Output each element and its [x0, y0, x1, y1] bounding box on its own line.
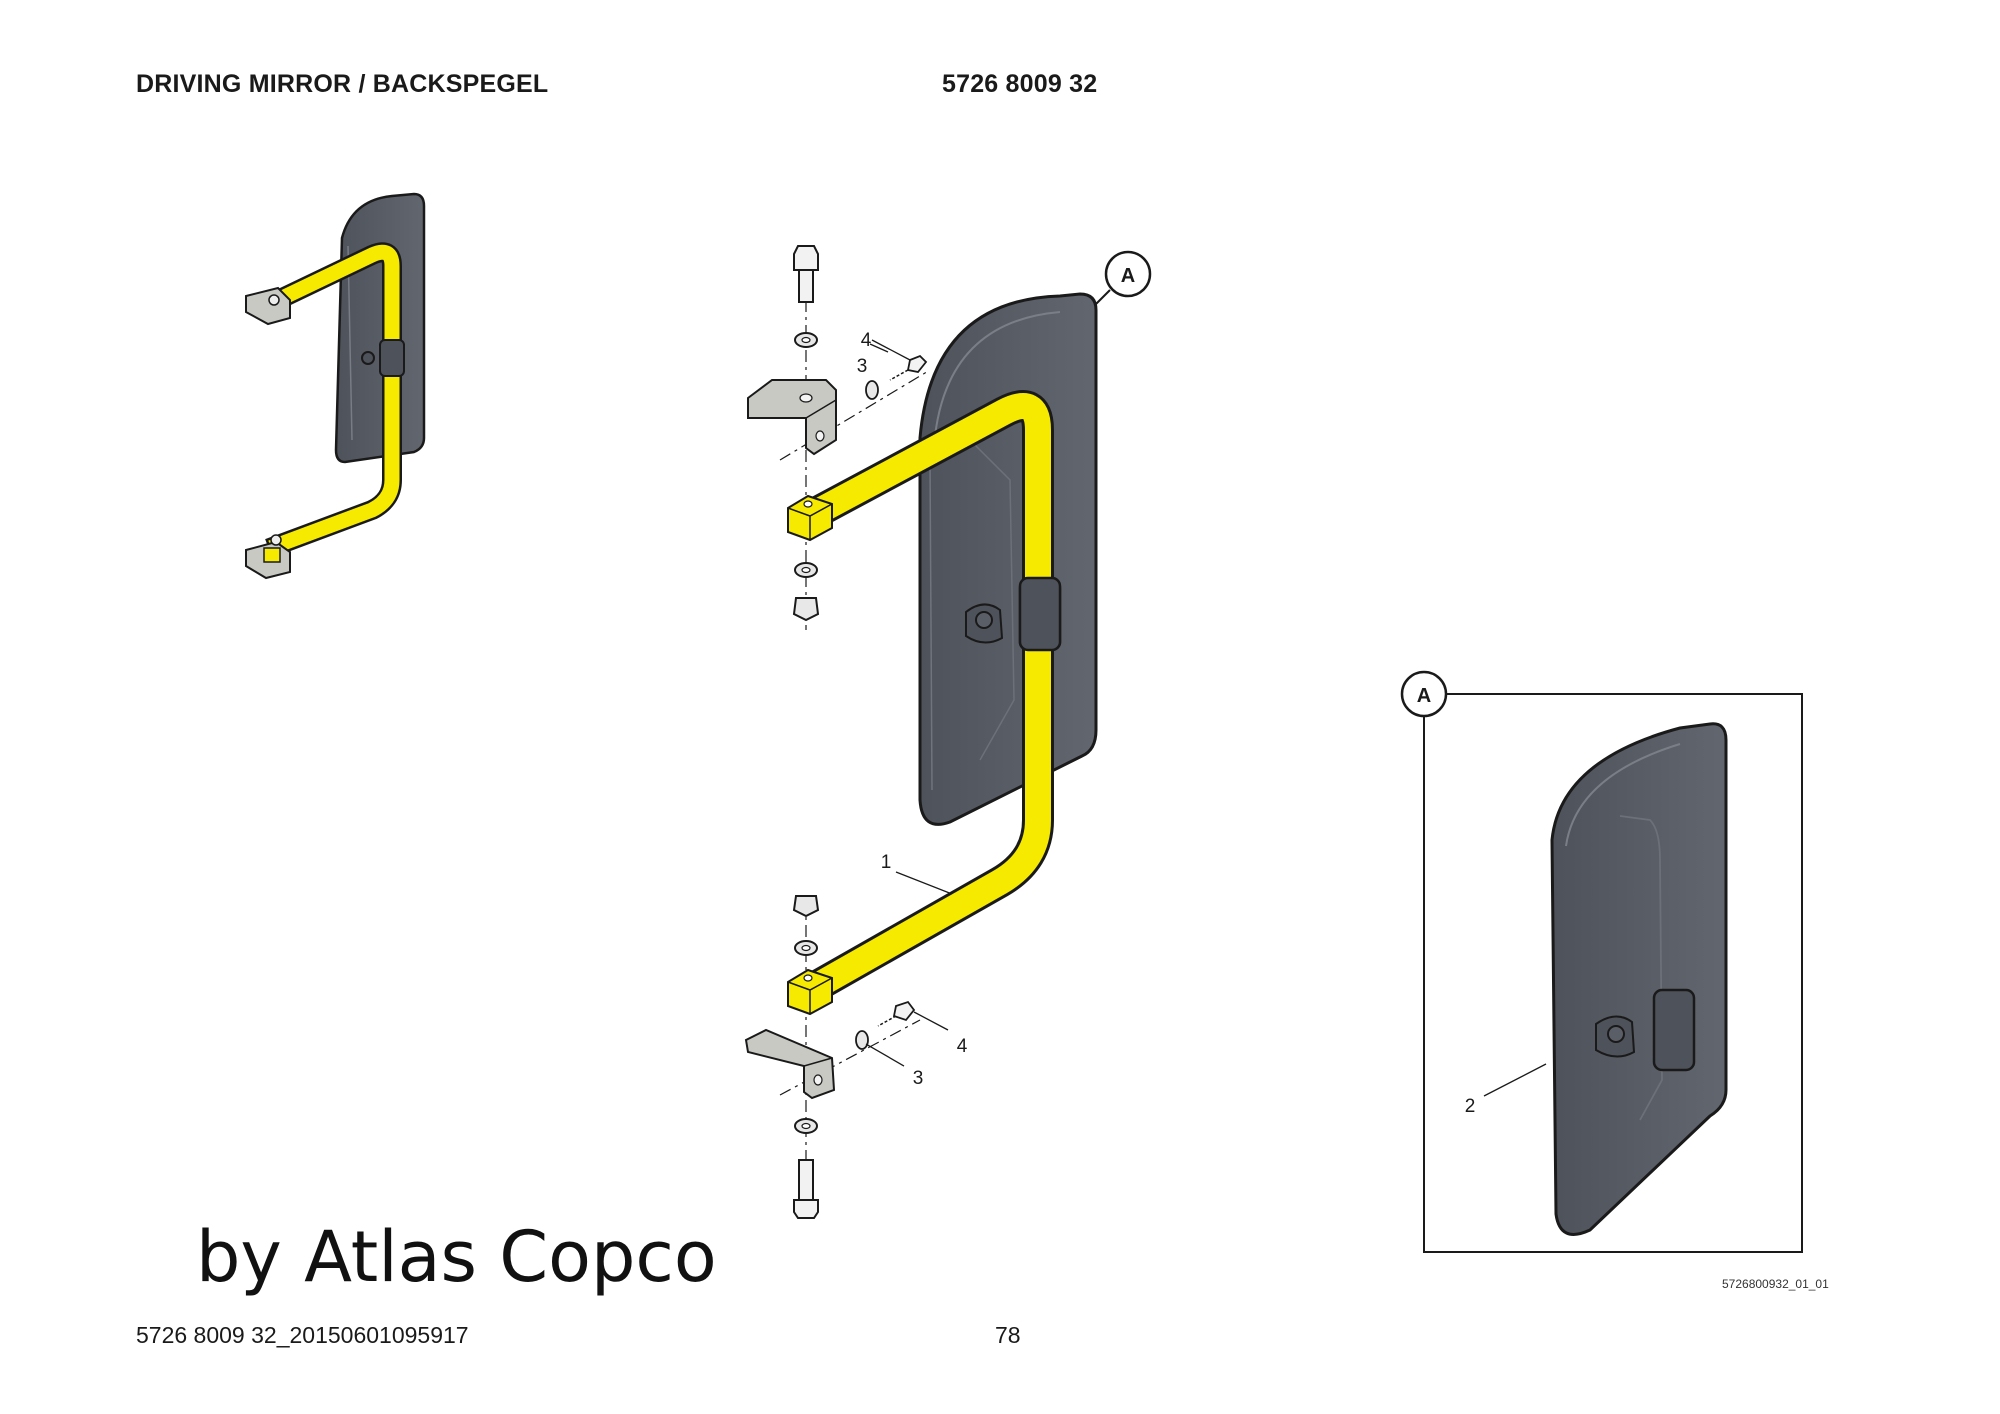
drawing-id: 5726800932_01_01 [1722, 1277, 1829, 1291]
page-title: DRIVING MIRROR / BACKSPEGEL [136, 70, 549, 98]
replacement-mirror [1550, 722, 1728, 1236]
nut-bottom [792, 895, 820, 918]
callout-2: 2 [1465, 1096, 1476, 1117]
bracket-top [747, 379, 837, 456]
callout-3-top: 3 [857, 356, 868, 377]
bracket-bottom [744, 1028, 836, 1100]
callout-3-bottom: 3 [913, 1068, 924, 1089]
overview-assembly [245, 192, 426, 580]
nut-top [792, 597, 820, 622]
bolt-top [793, 245, 819, 303]
main-mirror [918, 292, 1098, 826]
washer-3-bottom [855, 1030, 869, 1050]
callout-1: 1 [881, 852, 892, 873]
detail-a-frame [1423, 693, 1803, 1253]
callout-4-bottom: 4 [957, 1036, 968, 1057]
detail-a-box-label: A [1417, 685, 1431, 707]
detail-a-view [1400, 670, 1803, 1253]
detail-a-label: A [1121, 265, 1135, 287]
screw-top [889, 354, 928, 381]
watermark: by Atlas Copco [196, 1216, 717, 1298]
callout-4-top: 4 [861, 330, 872, 351]
main-assembly [744, 245, 1152, 1219]
detail-a-marker [1104, 250, 1152, 298]
screw-bottom [877, 1000, 916, 1027]
overview-bracket-top [245, 286, 291, 326]
mirror-arm [803, 393, 1051, 1002]
part-number: 5726 8009 32 [942, 70, 1098, 98]
washer-3-top [865, 380, 879, 400]
page-number: 78 [995, 1322, 1021, 1348]
bolt-bottom [793, 1159, 819, 1219]
footer-document-id: 5726 8009 32_20150601095917 [136, 1322, 469, 1348]
